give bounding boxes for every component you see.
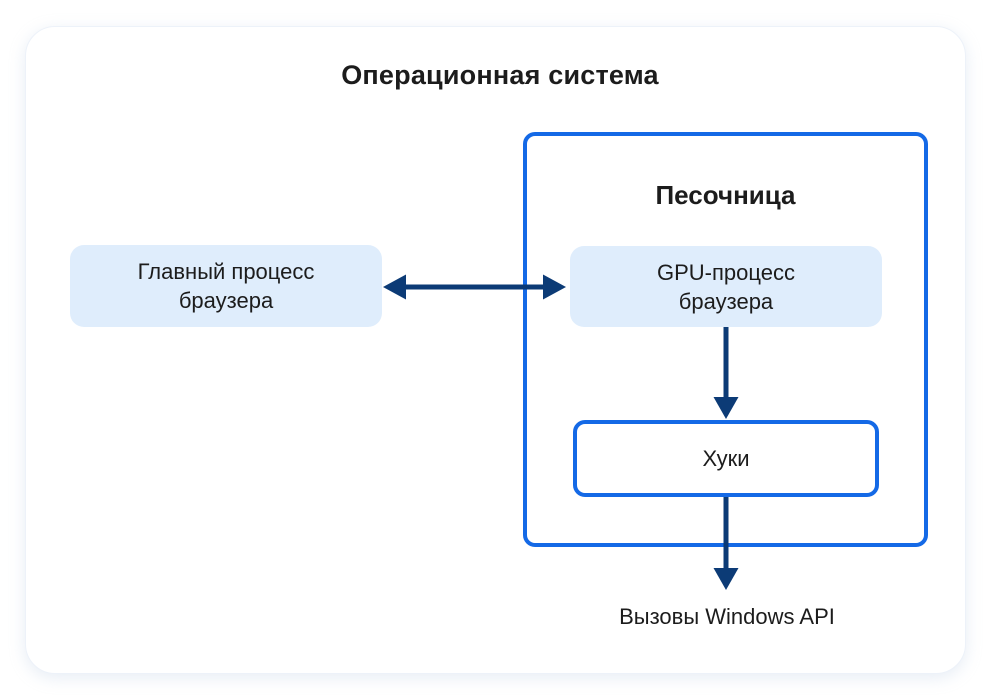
sandbox-title: Песочница bbox=[655, 180, 796, 210]
label-line: браузера bbox=[678, 288, 774, 314]
main-browser-process-box: Главный процесс браузера bbox=[70, 245, 382, 327]
hooks-box: Хуки bbox=[573, 420, 879, 497]
label-line: Главный процесс bbox=[137, 259, 315, 284]
os-title: Операционная система bbox=[341, 60, 659, 90]
gpu-process-label: GPU-процесс браузера bbox=[657, 258, 795, 316]
gpu-process-box: GPU-процесс браузера bbox=[570, 246, 882, 327]
label-line: браузера bbox=[178, 288, 274, 313]
hooks-label: Хуки bbox=[702, 445, 750, 471]
main-browser-process-label: Главный процесс браузера bbox=[138, 257, 315, 315]
label-line: GPU-процесс bbox=[657, 259, 795, 285]
windows-api-calls-label: Вызовы Windows API bbox=[619, 604, 835, 629]
